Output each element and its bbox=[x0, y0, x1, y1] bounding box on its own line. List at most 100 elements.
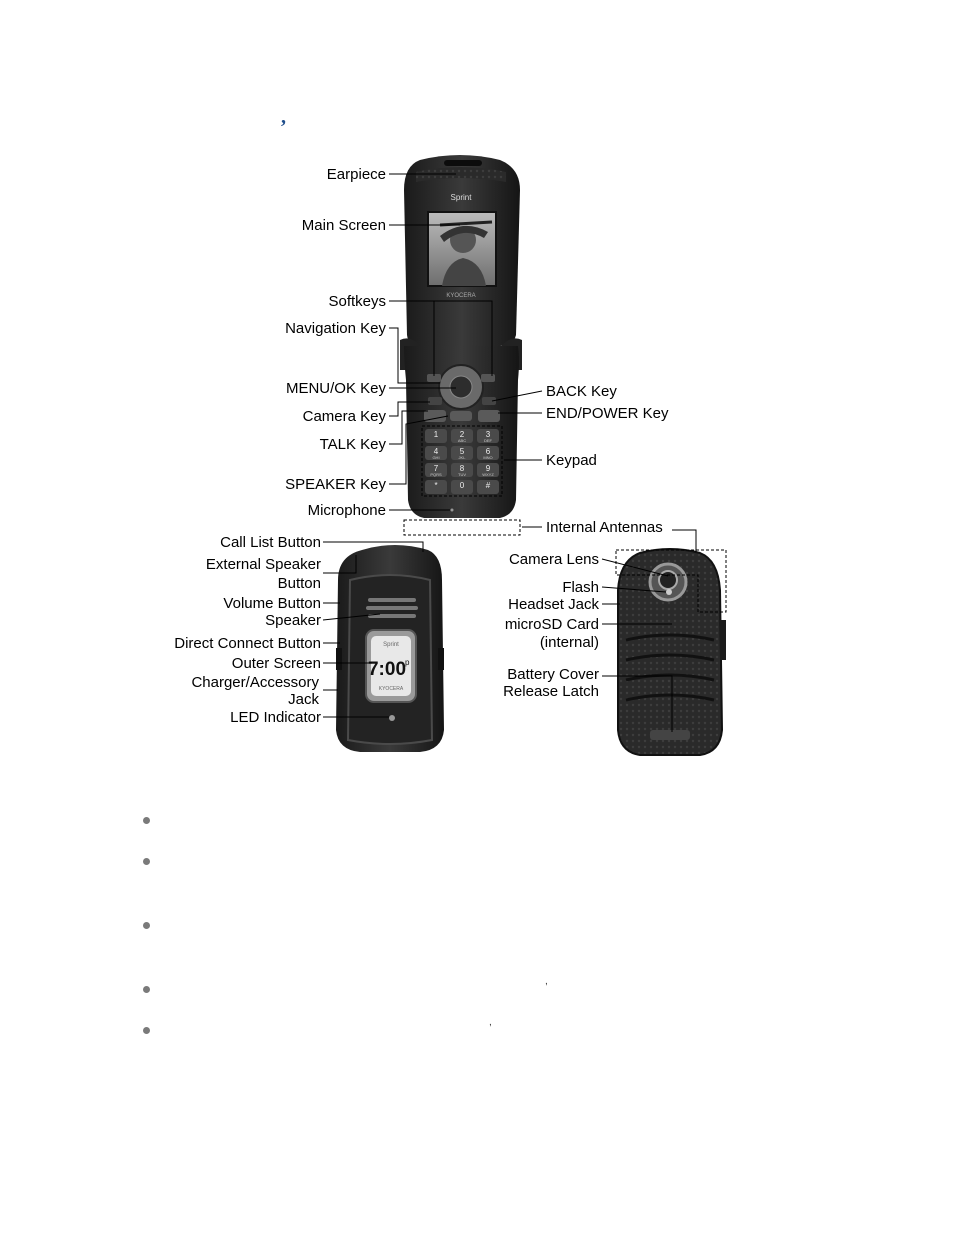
keypad-key bbox=[425, 480, 447, 494]
label-outer-screen: Outer Screen bbox=[231, 655, 321, 672]
keypad-key bbox=[451, 463, 473, 477]
back-side-button bbox=[720, 620, 726, 660]
label-charger-jack-1: Charger/Accessory bbox=[191, 674, 319, 691]
bullet-3 bbox=[143, 922, 150, 929]
keypad-key-letters: GHI bbox=[432, 455, 439, 460]
earpiece-grille bbox=[416, 167, 506, 182]
camera-key-shape bbox=[428, 397, 442, 405]
keypad-key-digit: 2 bbox=[460, 430, 465, 439]
keypad-key-letters: DEF bbox=[484, 438, 493, 443]
keypad-key bbox=[477, 446, 499, 460]
keypad-key bbox=[477, 463, 499, 477]
label-battery-cover-1: Battery Cover bbox=[507, 666, 599, 683]
screen-image-hat bbox=[440, 225, 488, 242]
keypad-key-letters: MNO bbox=[483, 455, 492, 460]
closed-phone-back bbox=[615, 548, 727, 756]
speaker-grille bbox=[366, 598, 418, 618]
heading-mark: , bbox=[281, 106, 286, 128]
keypad-key bbox=[425, 446, 447, 460]
back-antenna-outline bbox=[615, 549, 727, 613]
outer-clock: 7:00 bbox=[368, 659, 406, 680]
label-speaker-key: SPEAKER Key bbox=[285, 476, 386, 493]
keypad-outline bbox=[421, 425, 503, 497]
label-microphone: Microphone bbox=[307, 502, 386, 519]
label-softkeys: Softkeys bbox=[328, 293, 386, 310]
label-camera-lens: Camera Lens bbox=[508, 551, 599, 568]
keypad-key-digit: # bbox=[486, 481, 491, 490]
keypad-key-digit: 4 bbox=[434, 447, 439, 456]
keypad-key-digit: 5 bbox=[460, 447, 465, 456]
closed-phone-front: Sprint 7:00 p KYOCERA bbox=[336, 545, 444, 752]
side-button-right bbox=[438, 648, 444, 670]
outer-screen bbox=[371, 636, 411, 696]
carrier-logo: Sprint bbox=[451, 193, 473, 202]
label-microsd-2: (internal) bbox=[539, 634, 599, 651]
right-softkey bbox=[481, 374, 495, 382]
bullet-4-comma: , bbox=[545, 976, 548, 987]
label-led-indicator: LED Indicator bbox=[230, 709, 321, 726]
menu-ok-key-center bbox=[449, 375, 473, 399]
label-talk-key: TALK Key bbox=[319, 436, 386, 453]
keypad-key-letters: TUV bbox=[458, 472, 466, 477]
keypad-key-digit: 0 bbox=[460, 481, 465, 490]
keypad-key-digit: 9 bbox=[486, 464, 491, 473]
flash bbox=[666, 589, 672, 595]
back-key-shape bbox=[482, 397, 496, 405]
label-external-speaker-2: Button bbox=[277, 575, 321, 592]
label-menu-ok-key: MENU/OK Key bbox=[285, 380, 386, 397]
camera-lens bbox=[658, 570, 678, 590]
outer-clock-suffix: p bbox=[405, 658, 410, 667]
microphone-hole bbox=[450, 508, 454, 512]
keypad-key bbox=[451, 446, 473, 460]
talk-key-shape bbox=[424, 410, 446, 422]
keypad-key bbox=[451, 480, 473, 494]
lid-brand: KYOCERA bbox=[446, 293, 475, 299]
keypad-key-digit: 8 bbox=[460, 464, 465, 473]
label-internal-antennas: Internal Antennas bbox=[546, 519, 663, 536]
keypad-key-digit: * bbox=[434, 481, 437, 490]
battery-latch bbox=[650, 730, 690, 740]
keypad-key-digit: 1 bbox=[434, 430, 439, 439]
keypad-key-letters: JKL bbox=[459, 455, 467, 460]
outer-brand: KYOCERA bbox=[379, 686, 404, 692]
keypad-key bbox=[451, 429, 473, 443]
bullet-2 bbox=[143, 858, 150, 865]
keypad-key-letters: WXYZ bbox=[482, 472, 494, 477]
label-end-power-key: END/POWER Key bbox=[546, 405, 669, 422]
side-button-left bbox=[336, 648, 342, 670]
speaker-key-shape bbox=[450, 411, 472, 421]
left-softkey bbox=[427, 374, 441, 382]
label-back-key: BACK Key bbox=[546, 383, 617, 400]
label-main-screen: Main Screen bbox=[301, 217, 386, 234]
bullet-4 bbox=[143, 986, 150, 993]
label-navigation-key: Navigation Key bbox=[285, 320, 386, 337]
label-microsd-1: microSD Card bbox=[504, 616, 599, 633]
label-speaker: Speaker bbox=[265, 612, 321, 629]
screen-image-body bbox=[442, 258, 486, 286]
internal-antenna-outline bbox=[403, 519, 521, 536]
label-direct-connect-button: Direct Connect Button bbox=[174, 635, 321, 652]
leader-lines bbox=[322, 173, 697, 732]
label-external-speaker-1: External Speaker bbox=[205, 556, 321, 573]
label-call-list-button: Call List Button bbox=[220, 534, 321, 551]
earpiece-slot bbox=[444, 160, 482, 166]
end-power-key-shape bbox=[478, 410, 500, 422]
label-earpiece: Earpiece bbox=[326, 166, 386, 183]
keypad-key-digit: 7 bbox=[434, 464, 439, 473]
keypad-key bbox=[425, 463, 447, 477]
label-volume-button: Volume Button bbox=[223, 595, 321, 612]
label-camera-key: Camera Key bbox=[302, 408, 386, 425]
bullet-5 bbox=[143, 1027, 150, 1034]
bullet-5-comma: , bbox=[489, 1017, 492, 1028]
label-headset-jack: Headset Jack bbox=[508, 596, 599, 613]
bullet-1 bbox=[143, 817, 150, 824]
label-keypad: Keypad bbox=[546, 452, 597, 469]
keypad-key-letters: ABC bbox=[458, 438, 466, 443]
outer-carrier: Sprint bbox=[383, 642, 399, 648]
led-indicator-dot bbox=[389, 715, 395, 721]
label-battery-cover-2: Release Latch bbox=[503, 683, 599, 700]
